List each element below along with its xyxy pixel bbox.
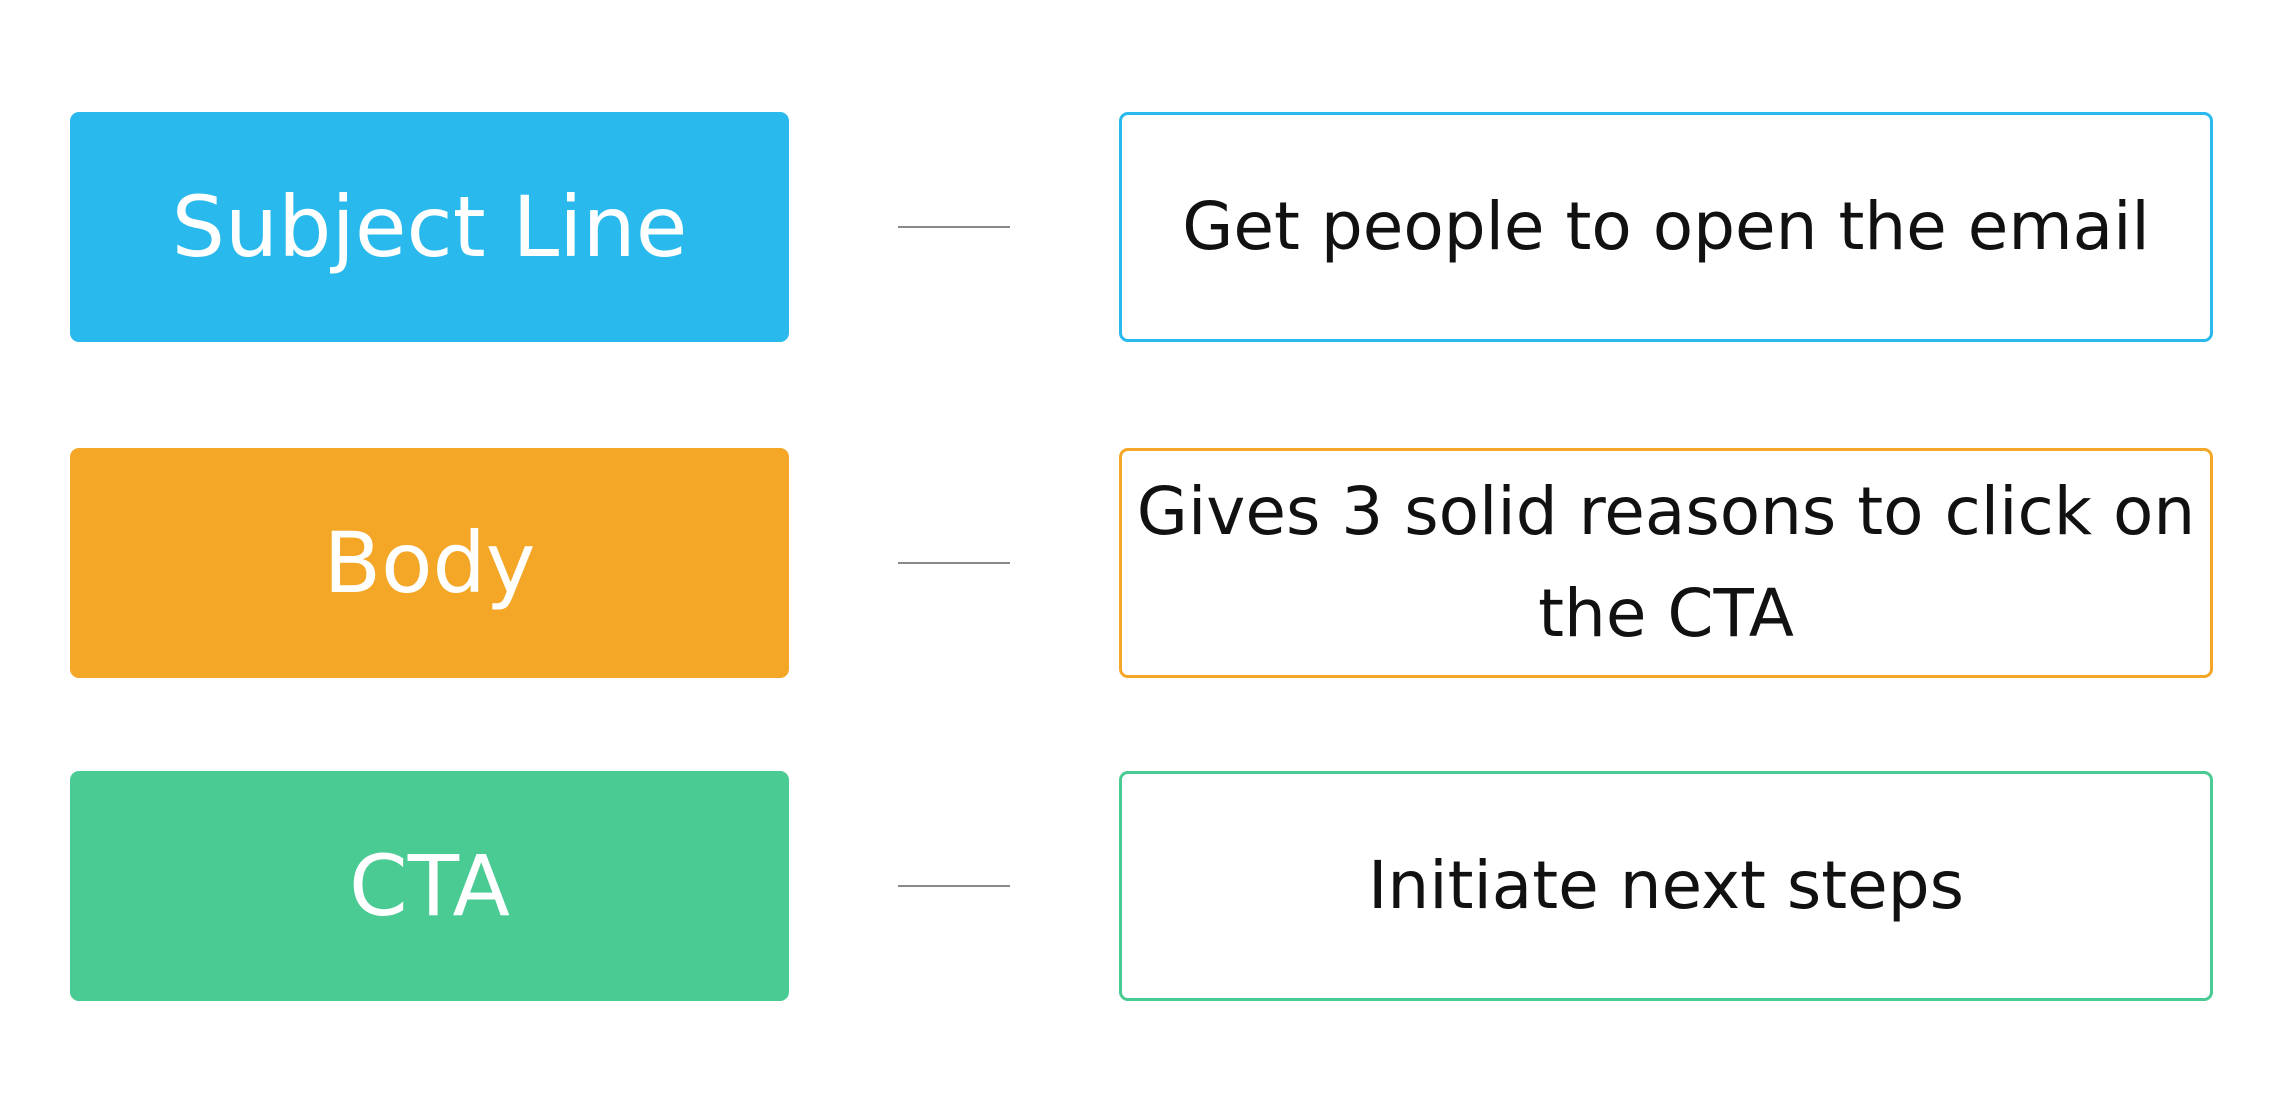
diagram-row-cta: CTA Initiate next steps [0, 771, 2274, 1001]
cta-connector [898, 885, 1010, 887]
body-label: Body [323, 514, 536, 612]
cta-box: CTA [70, 771, 789, 1001]
subject-line-description-box: Get people to open the email [1119, 112, 2213, 342]
cta-label: CTA [349, 837, 510, 935]
subject-line-connector [898, 226, 1010, 228]
body-box: Body [70, 448, 789, 678]
subject-line-label: Subject Line [171, 178, 688, 276]
cta-description-box: Initiate next steps [1119, 771, 2213, 1001]
diagram-row-subject-line: Subject Line Get people to open the emai… [0, 112, 2274, 342]
subject-line-description: Get people to open the email [1182, 187, 2150, 265]
body-connector [898, 562, 1010, 564]
subject-line-box: Subject Line [70, 112, 789, 342]
diagram-row-body: Body Gives 3 solid reasons to click on t… [0, 448, 2274, 678]
cta-description: Initiate next steps [1367, 846, 1965, 924]
body-description: Gives 3 solid reasons to click on the CT… [1136, 472, 2196, 652]
body-description-box: Gives 3 solid reasons to click on the CT… [1119, 448, 2213, 678]
